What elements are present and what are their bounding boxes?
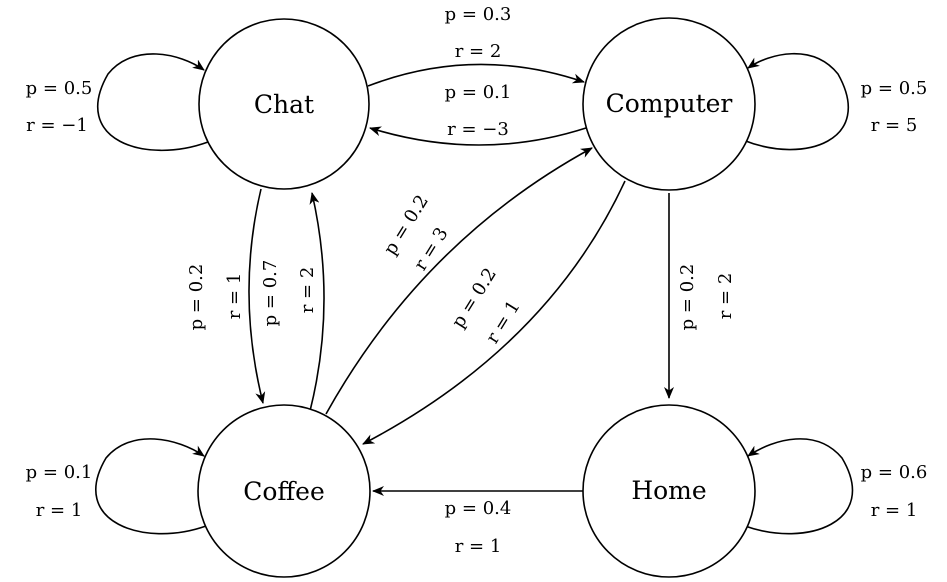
edge-coffee-self (95, 438, 207, 535)
edge-coffee-to-computer (325, 147, 593, 415)
edge-coffee-to-chat (309, 192, 325, 412)
chat-self-p-label: p = 0.5 (26, 78, 93, 99)
edge-computer-self (742, 52, 850, 151)
node-home: Home (582, 404, 756, 578)
computer-to-coffee-r-label: r = 1 (482, 297, 524, 348)
edge-computer-to-coffee (362, 180, 626, 445)
home-self-p-label: p = 0.6 (861, 462, 928, 483)
coffee-to-chat-r-label: r = 2 (297, 267, 318, 314)
node-computer-label: Computer (606, 89, 733, 118)
chat-to-coffee-p-label: p = 0.2 (186, 264, 207, 331)
coffee-to-chat-p-label: p = 0.7 (260, 260, 281, 327)
home-to-coffee-r-label: r = 1 (455, 536, 502, 557)
computer-to-chat-p-label: p = 0.1 (445, 82, 512, 103)
edges (95, 52, 854, 535)
home-to-coffee-p-label: p = 0.4 (445, 498, 512, 519)
chat-self-r-label: r = −1 (26, 115, 88, 136)
computer-to-chat-r-label: r = −3 (447, 119, 509, 140)
chat-to-computer-r-label: r = 2 (455, 41, 502, 62)
node-coffee-label: Coffee (243, 477, 325, 506)
node-chat-label: Chat (254, 90, 314, 119)
edge-chat-to-computer (367, 63, 585, 87)
edge-chat-self (96, 53, 209, 152)
node-computer: Computer (582, 17, 756, 191)
edge-home-self (744, 438, 854, 535)
node-chat: Chat (198, 18, 370, 190)
node-home-label: Home (631, 476, 706, 505)
home-self-r-label: r = 1 (871, 500, 918, 521)
computer-self-p-label: p = 0.5 (861, 78, 928, 99)
chat-to-coffee-r-label: r = 1 (224, 273, 245, 320)
coffee-self-p-label: p = 0.1 (26, 462, 93, 483)
coffee-to-computer-r-label: r = 3 (410, 224, 452, 275)
computer-to-home-r-label: r = 2 (715, 273, 736, 320)
computer-self-r-label: r = 5 (871, 115, 918, 136)
edge-chat-to-coffee (248, 188, 266, 404)
chat-to-computer-p-label: p = 0.3 (445, 4, 512, 25)
computer-to-home-p-label: p = 0.2 (677, 264, 698, 331)
nodes: Chat Computer Coffee Home (197, 17, 756, 578)
edge-computer-to-chat (369, 126, 587, 146)
node-coffee: Coffee (197, 404, 371, 578)
coffee-self-r-label: r = 1 (36, 500, 83, 521)
edge-labels: p = 0.5 r = −1 p = 0.5 r = 5 p = 0.1 r =… (26, 4, 928, 557)
